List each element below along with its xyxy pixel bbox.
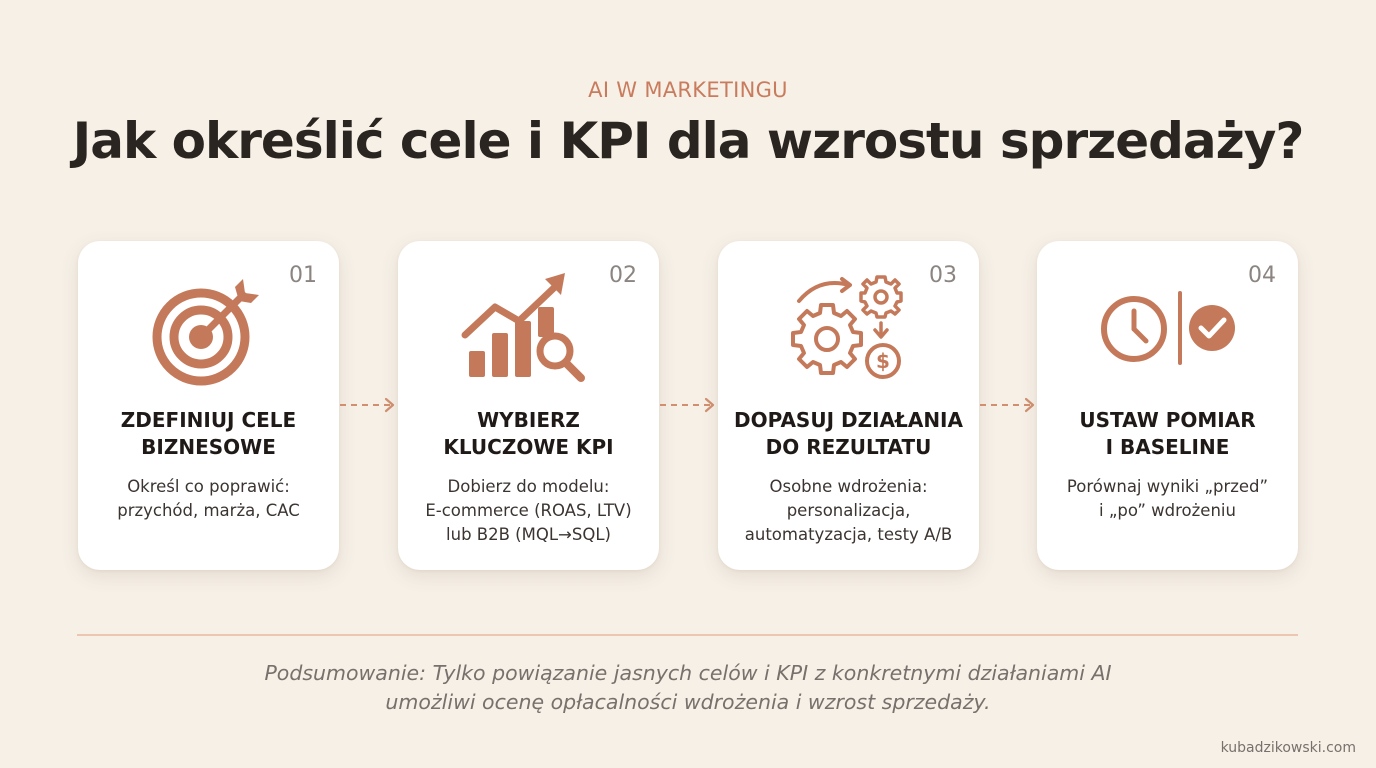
gears-money-icon: $ <box>790 275 903 379</box>
step-card-4: 04 USTAW POMIAR I BASELINE Porównaj wyni… <box>1037 241 1298 570</box>
svg-text:$: $ <box>876 349 890 373</box>
step-heading: USTAW POMIAR I BASELINE <box>1079 408 1256 459</box>
eyebrow-label: AI W MARKETINGU <box>588 78 788 102</box>
page-title: Jak określić cele i KPI dla wzrostu sprz… <box>72 112 1305 170</box>
dashed-arrow-icon <box>340 397 395 413</box>
step-number: 03 <box>929 263 957 288</box>
step-number: 02 <box>609 263 637 288</box>
step-heading: DOPASUJ DZIAŁANIA DO REZULTATU <box>734 408 963 459</box>
step-heading: ZDEFINIUJ CELE BIZNESOWE <box>120 408 297 459</box>
dashed-arrow-icon <box>980 397 1035 413</box>
target-icon <box>152 279 259 386</box>
step-card-3: 03 $ DOPASUJ DZIAŁANIA DO REZULTATU Osob… <box>718 241 979 570</box>
growth-chart-search-icon <box>461 273 585 382</box>
clock-check-icon <box>1100 291 1235 365</box>
step-number: 04 <box>1248 263 1276 288</box>
step-description: Osobne wdrożenia: personalizacja, automa… <box>744 477 953 544</box>
dashed-arrow-icon <box>660 397 715 413</box>
step-card-1: 01 ZDEFINIUJ CELE BIZNESOWE Określ co po… <box>78 241 339 570</box>
step-description: Porównaj wyniki „przed” i „po” wdrożeniu <box>1066 477 1269 520</box>
step-description: Określ co poprawić: przychód, marża, CAC <box>117 477 300 520</box>
step-number: 01 <box>289 263 317 288</box>
step-heading: WYBIERZ KLUCZOWE KPI <box>443 408 614 459</box>
step-card-2: 02 WYBIERZ KLUCZOWE KPI Dobierz do model… <box>398 241 659 570</box>
footer-credit: kubadzikowski.com <box>1220 740 1356 756</box>
step-description: Dobierz do modelu: E-commerce (ROAS, LTV… <box>425 477 632 544</box>
section-divider <box>77 634 1298 636</box>
summary-text: Podsumowanie: Tylko powiązanie jasnych c… <box>264 661 1112 714</box>
